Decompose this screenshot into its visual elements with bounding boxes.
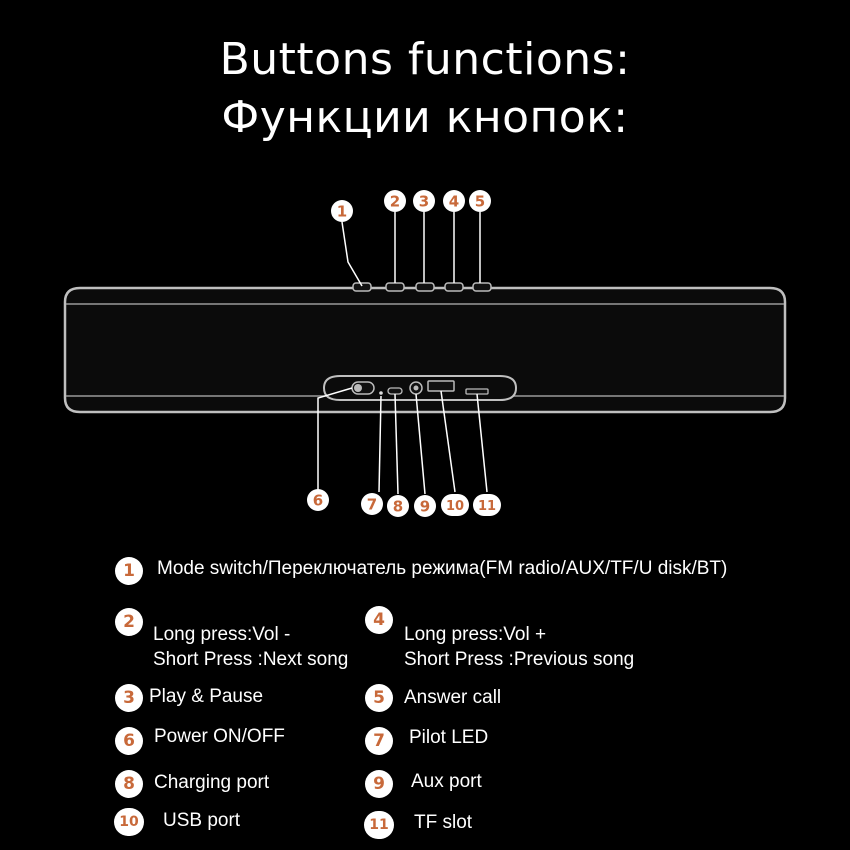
legend-badge-2: 2 bbox=[115, 608, 143, 636]
legend-text-aux-port: Aux port bbox=[411, 771, 482, 792]
legend-text-vol-minus: Long press:Vol - bbox=[153, 624, 291, 645]
legend-badge-1: 1 bbox=[115, 557, 143, 585]
legend-badge-7: 7 bbox=[365, 727, 393, 755]
pilot-led bbox=[379, 391, 383, 395]
legend-badge-9: 9 bbox=[365, 770, 393, 798]
title-russian: Функции кнопок: bbox=[221, 92, 629, 143]
legend-text-pilot-led: Pilot LED bbox=[409, 727, 489, 748]
legend-text-tf-slot: TF slot bbox=[414, 812, 473, 833]
port-panel bbox=[322, 375, 518, 401]
callout-2: 2 bbox=[384, 190, 406, 212]
button-answer-call bbox=[472, 282, 492, 292]
svg-text:6: 6 bbox=[313, 492, 323, 510]
button-play-pause bbox=[415, 282, 435, 292]
legend-badge-3: 3 bbox=[115, 684, 143, 712]
callout-8: 8 bbox=[387, 495, 409, 517]
svg-text:5: 5 bbox=[475, 193, 485, 211]
svg-text:2: 2 bbox=[390, 193, 400, 211]
svg-text:11: 11 bbox=[478, 499, 496, 514]
callout-11: 11 bbox=[473, 494, 501, 516]
legend-text-mode-switch: Mode switch/Переключатель режима(FM radi… bbox=[157, 558, 728, 579]
button-vol-plus bbox=[444, 282, 464, 292]
leader-lines bbox=[317, 212, 488, 495]
svg-text:1: 1 bbox=[337, 203, 347, 221]
button-mode bbox=[352, 282, 372, 292]
svg-text:3: 3 bbox=[419, 193, 429, 211]
legend-text-play-pause: Play & Pause bbox=[149, 686, 264, 707]
callout-7: 7 bbox=[361, 493, 383, 515]
legend-text-charging-port: Charging port bbox=[154, 772, 270, 793]
legend-text-power: Power ON/OFF bbox=[154, 726, 285, 747]
charging-port bbox=[387, 387, 403, 395]
legend-text-previous-song: Short Press :Previous song bbox=[404, 649, 635, 670]
callout-4: 4 bbox=[443, 190, 465, 212]
svg-text:9: 9 bbox=[420, 498, 430, 516]
callout-5: 5 bbox=[469, 190, 491, 212]
legend-badge-10: 10 bbox=[114, 808, 144, 836]
legend-badge-11: 11 bbox=[364, 811, 394, 839]
callout-6: 6 bbox=[307, 489, 329, 511]
legend-badge-8: 8 bbox=[115, 770, 143, 798]
legend-badge-6: 6 bbox=[115, 727, 143, 755]
legend-text-answer-call: Answer call bbox=[404, 687, 502, 708]
usb-port bbox=[427, 380, 455, 392]
callout-3: 3 bbox=[413, 190, 435, 212]
callout-badges: 1 2 3 4 5 6 7 8 9 10 11 bbox=[307, 190, 501, 517]
legend-badge-5: 5 bbox=[365, 684, 393, 712]
svg-text:8: 8 bbox=[393, 498, 403, 516]
callout-10: 10 bbox=[441, 494, 469, 516]
svg-text:7: 7 bbox=[367, 496, 377, 514]
callout-1: 1 bbox=[331, 200, 353, 222]
callout-9: 9 bbox=[414, 495, 436, 517]
title-english: Buttons functions: bbox=[219, 34, 631, 85]
legend-text-usb-port: USB port bbox=[163, 810, 241, 831]
legend-badge-4: 4 bbox=[365, 606, 393, 634]
tf-slot bbox=[465, 388, 489, 395]
legend-text-next-song: Short Press :Next song bbox=[153, 649, 349, 670]
top-button-panel bbox=[352, 282, 492, 292]
legend-text-vol-plus: Long press:Vol + bbox=[404, 624, 547, 645]
button-vol-minus bbox=[385, 282, 405, 292]
svg-text:10: 10 bbox=[446, 499, 464, 514]
svg-text:4: 4 bbox=[449, 193, 459, 211]
